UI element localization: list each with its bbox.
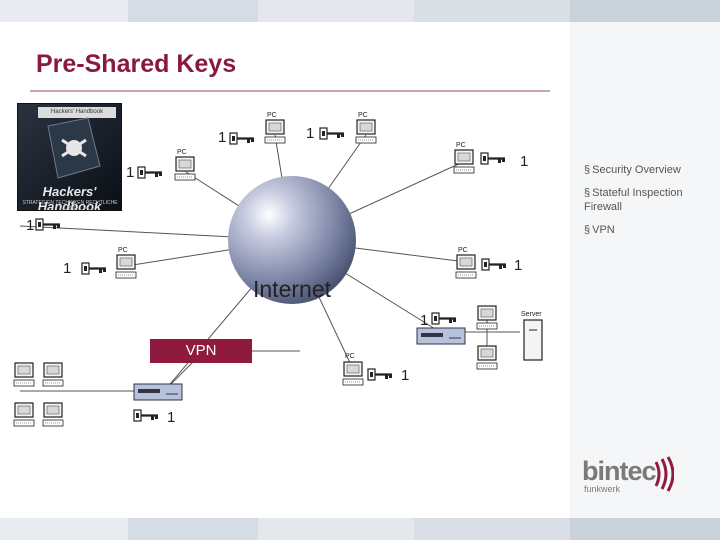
key-icon bbox=[366, 367, 394, 382]
bullet-list: Security Overview Stateful Inspection Fi… bbox=[584, 163, 714, 246]
key-number: 1 bbox=[167, 409, 175, 426]
pc-bottom-center: PC bbox=[342, 353, 364, 386]
pc-mid-left: PC bbox=[115, 247, 137, 279]
pc-label: PC bbox=[456, 142, 466, 149]
book-title: Hackers' Handbook bbox=[37, 184, 102, 211]
bullet-item: VPN bbox=[584, 223, 714, 237]
server-label: Server bbox=[521, 311, 542, 318]
book-top-text: Hackers' Handbook bbox=[38, 107, 116, 118]
internet-globe bbox=[228, 176, 356, 304]
key-icon bbox=[480, 257, 508, 272]
logo-tagline: funkwerk bbox=[584, 484, 621, 494]
router-right bbox=[416, 327, 466, 345]
logo-name: bintec bbox=[582, 456, 657, 486]
pc-label: PC bbox=[458, 247, 468, 254]
router-left bbox=[133, 383, 183, 401]
key-icon bbox=[136, 165, 164, 180]
key-icon bbox=[479, 151, 507, 166]
lan-pc-right-1 bbox=[476, 305, 498, 330]
sidebar-panel bbox=[570, 22, 720, 518]
pc-top-left: PC bbox=[264, 112, 286, 144]
key-number: 1 bbox=[420, 312, 428, 329]
bullet-item: Security Overview bbox=[584, 163, 714, 177]
key-icon bbox=[318, 126, 346, 141]
pc-label: PC bbox=[358, 112, 368, 119]
bullet-item: Stateful Inspection Firewall bbox=[584, 186, 714, 214]
key-number: 1 bbox=[306, 125, 314, 142]
lan-pc-left-4 bbox=[42, 402, 64, 427]
lan-pc-left-1 bbox=[13, 362, 35, 387]
vpn-tunnel-label: VPN bbox=[150, 339, 252, 363]
key-icon bbox=[132, 408, 160, 423]
key-number: 1 bbox=[520, 153, 528, 170]
lan-pc-left-2 bbox=[42, 362, 64, 387]
bintec-logo: bintec funkwerk bbox=[582, 456, 674, 494]
slide-title: Pre-Shared Keys bbox=[36, 50, 237, 78]
book-subtitle: STRATEGIEN TECHNIKEN RECHTLICHE LAGE bbox=[22, 200, 118, 211]
server: Server bbox=[521, 311, 543, 361]
key-icon bbox=[80, 261, 108, 276]
pc-label: PC bbox=[267, 112, 277, 119]
key-icon bbox=[228, 131, 256, 146]
key-number: 1 bbox=[63, 260, 71, 277]
key-number: 1 bbox=[26, 217, 34, 234]
internet-label: Internet bbox=[253, 276, 332, 302]
network-diagram: Internet PC PC PC PC PC PC PC Server 1 1… bbox=[13, 112, 543, 427]
lan-pc-left-3 bbox=[13, 402, 35, 427]
key-number: 1 bbox=[401, 367, 409, 384]
key-number: 1 bbox=[514, 257, 522, 274]
hackers-handbook-cover: Hackers' Handbook Hackers' Handbook STRA… bbox=[17, 103, 122, 211]
key-icon bbox=[430, 311, 458, 326]
pc-label: PC bbox=[345, 353, 355, 360]
lan-pc-right-2 bbox=[476, 345, 498, 370]
pc-label: PC bbox=[118, 247, 128, 254]
pc-mid-right: PC bbox=[455, 247, 477, 279]
pc-upper-left: PC bbox=[174, 149, 196, 181]
bottom-bar bbox=[0, 518, 720, 540]
key-number: 1 bbox=[126, 164, 134, 181]
pc-upper-right: PC bbox=[453, 142, 475, 174]
pc-label: PC bbox=[177, 149, 187, 156]
signal-waves-icon bbox=[654, 456, 674, 492]
key-number: 1 bbox=[218, 129, 226, 146]
pc-top-right: PC bbox=[355, 112, 377, 144]
skull-icon bbox=[47, 117, 101, 179]
title-rule bbox=[30, 90, 550, 92]
top-bar bbox=[0, 0, 720, 22]
